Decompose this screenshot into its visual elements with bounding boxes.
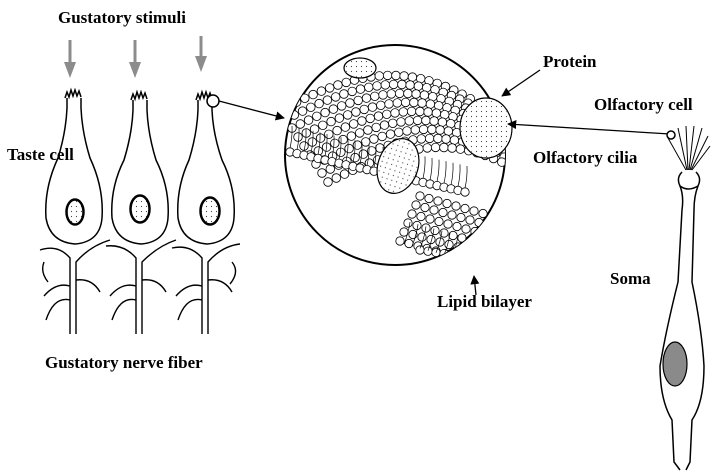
lipid-bilayer-label: Lipid bilayer <box>437 293 532 310</box>
olfactory-cilia-label: Olfactory cilia <box>533 149 637 166</box>
gustatory-stimuli-label: Gustatory stimuli <box>58 9 186 26</box>
taste-to-membrane-arrow <box>219 101 284 118</box>
taste-cell <box>46 90 103 244</box>
taste-cell <box>178 92 235 244</box>
stimulus-arrow <box>195 36 207 72</box>
taste-cells <box>46 90 235 244</box>
soma-label: Soma <box>610 270 651 287</box>
olfactory-nucleus <box>663 342 687 386</box>
taste-receptor-site <box>207 95 219 107</box>
membrane-magnification <box>276 45 573 283</box>
olfactory-to-membrane-arrow <box>508 124 670 134</box>
olfactory-cell-label: Olfactory cell <box>594 96 693 113</box>
taste-cell-label: Taste cell <box>7 146 74 163</box>
taste-cell <box>112 92 169 244</box>
olfactory-knob <box>667 131 675 139</box>
stimulus-arrow <box>129 40 141 78</box>
stimulus-arrow <box>64 40 76 78</box>
protein-pointer <box>502 70 540 96</box>
stimulus-arrows <box>64 36 207 78</box>
olfactory-cell <box>660 126 710 470</box>
gustatory-nerve-fiber-label: Gustatory nerve fiber <box>45 354 203 371</box>
protein-label: Protein <box>543 53 597 70</box>
gustatory-nerve-fibers <box>40 240 240 334</box>
